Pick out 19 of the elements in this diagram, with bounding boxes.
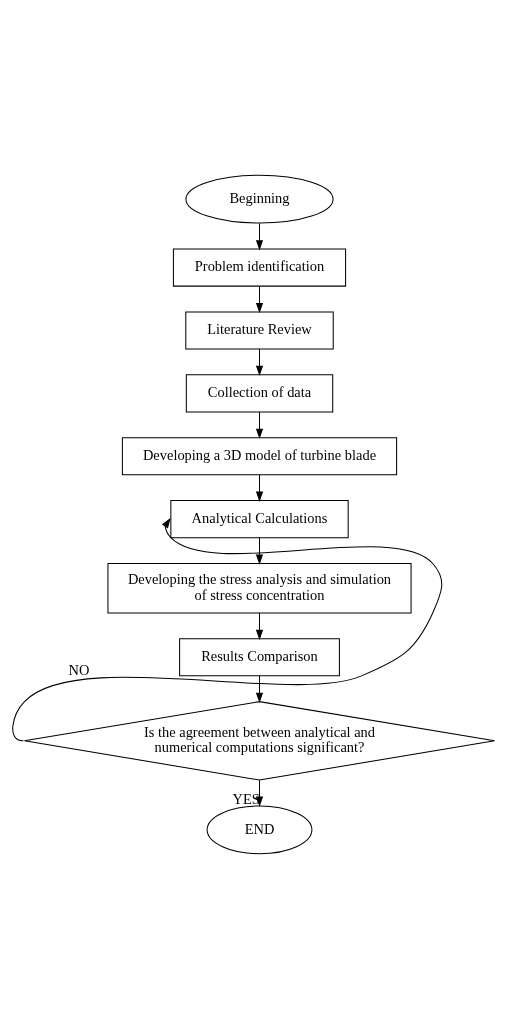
- arrow: [255, 222, 264, 250]
- node-ellipse: Beginning: [185, 174, 334, 224]
- arrow: [12, 517, 443, 741]
- node-box: Problem identification: [172, 248, 347, 287]
- arrow: [255, 612, 264, 640]
- node-box: Developing a 3D model of turbine blade: [121, 436, 398, 475]
- node-diamond: Is the agreement between analytical and numerical computations significant?: [23, 700, 496, 780]
- arrow: [255, 779, 264, 807]
- node-ellipse: END: [206, 804, 313, 854]
- node-box: Collection of data: [185, 373, 334, 412]
- edge-label: YES: [232, 790, 260, 807]
- arrow: [255, 410, 264, 439]
- arrow: [255, 285, 264, 313]
- edge-label: NO: [68, 661, 90, 678]
- arrow: [255, 348, 264, 376]
- node-box: Results Comparison: [179, 637, 340, 676]
- node-box: Analytical Calculations: [170, 499, 349, 538]
- node-box: Developing the stress analysis and simulation of stress concentration: [107, 562, 412, 613]
- node-box: Literature Review: [185, 310, 334, 350]
